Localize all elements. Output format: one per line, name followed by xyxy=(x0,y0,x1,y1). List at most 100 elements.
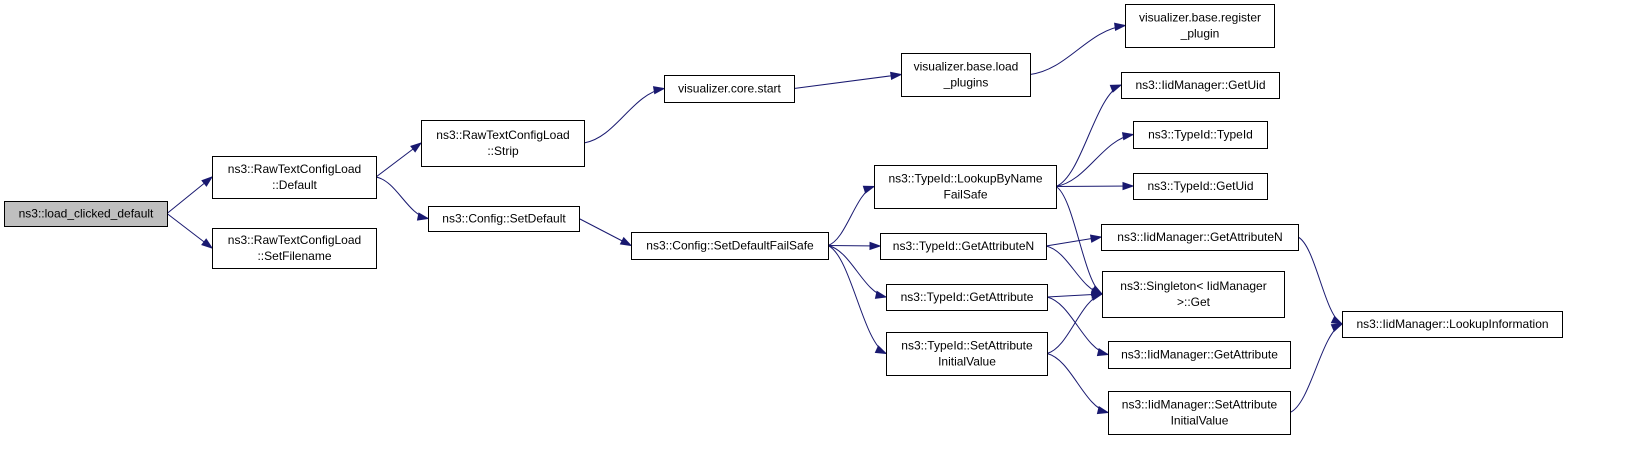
edge-config-setdefaultfailsafe-to-typeid-lookupbyname xyxy=(827,186,875,246)
arrowhead-icon xyxy=(410,142,423,153)
node-box xyxy=(212,228,377,269)
node-label: _plugin xyxy=(1180,27,1220,41)
node-config-setdefaultfailsafe[interactable]: ns3::Config::SetDefaultFailSafe xyxy=(631,232,829,260)
node-label: >::Get xyxy=(1177,295,1211,309)
edge-iid-setattrinit-to-iid-lookupinfo xyxy=(1289,323,1343,413)
edge-typeid-lookupbyname-to-iid-getuid xyxy=(1055,84,1122,187)
node-label: ::Default xyxy=(272,178,317,192)
arrowhead-icon xyxy=(874,345,888,355)
edge-typeid-getattributen-to-singleton-get xyxy=(1045,245,1103,295)
node-label: ns3::Config::SetDefault xyxy=(442,212,566,226)
arrowhead-icon xyxy=(862,185,876,194)
node-box xyxy=(631,232,829,260)
node-box xyxy=(886,332,1048,376)
node-box xyxy=(1102,271,1285,318)
node-box xyxy=(1125,4,1275,48)
edge-typeid-setattrinit-to-singleton-get xyxy=(1046,293,1103,354)
edge-config-setdefaultfailsafe-to-typeid-setattrinit xyxy=(827,245,887,354)
arrowhead-icon xyxy=(652,86,666,95)
node-label: ns3::IidManager::SetAttribute xyxy=(1122,398,1278,412)
node-iid-getattribute[interactable]: ns3::IidManager::GetAttribute xyxy=(1108,341,1291,369)
node-label: ns3::TypeId::SetAttribute xyxy=(901,339,1033,353)
node-box xyxy=(428,206,580,232)
arrowhead-icon xyxy=(201,238,214,249)
node-iid-setattrinit[interactable]: ns3::IidManager::SetAttributeInitialValu… xyxy=(1108,391,1291,435)
node-rtcl-setfilename[interactable]: ns3::RawTextConfigLoad::SetFilename xyxy=(212,228,377,269)
node-label: InitialValue xyxy=(938,355,996,369)
node-typeid-getattribute[interactable]: ns3::TypeId::GetAttribute xyxy=(886,284,1048,311)
node-label: ns3::IidManager::GetAttribute xyxy=(1121,348,1278,362)
arrowhead-icon xyxy=(201,176,214,187)
arrowhead-icon xyxy=(619,236,633,247)
node-label: ns3::IidManager::GetAttributeN xyxy=(1117,230,1282,244)
node-box xyxy=(1108,341,1291,369)
node-label: ns3::Singleton< IidManager xyxy=(1120,279,1266,293)
node-iid-lookupinfo[interactable]: ns3::IidManager::LookupInformation xyxy=(1342,311,1563,338)
node-label: ns3::TypeId::GetAttribute xyxy=(901,290,1034,304)
node-label: _plugins xyxy=(943,76,989,90)
node-box xyxy=(874,165,1057,209)
edge-vis-load-plugins-to-vis-register-plugin xyxy=(1029,25,1126,75)
node-box xyxy=(4,201,168,227)
node-rtcl-strip[interactable]: ns3::RawTextConfigLoad::Strip xyxy=(421,120,585,167)
edge-rtcl-strip-to-vis-core-start xyxy=(583,88,665,144)
node-box xyxy=(886,284,1048,311)
node-box xyxy=(1108,391,1291,435)
arrowhead-icon xyxy=(874,290,888,299)
node-box xyxy=(1342,311,1563,338)
node-typeid-getuid[interactable]: ns3::TypeId::GetUid xyxy=(1133,173,1268,200)
node-vis-load-plugins[interactable]: visualizer.base.load _plugins xyxy=(901,53,1031,97)
edge-typeid-lookupbyname-to-typeid-getuid xyxy=(1055,185,1134,187)
node-label: ns3::RawTextConfigLoad xyxy=(436,128,569,142)
node-iid-getuid[interactable]: ns3::IidManager::GetUid xyxy=(1121,72,1280,99)
edge-vis-core-start-to-vis-load-plugins xyxy=(793,74,902,89)
node-typeid-getattributen[interactable]: ns3::TypeId::GetAttributeN xyxy=(880,233,1047,260)
arrowhead-icon xyxy=(869,241,882,251)
node-box xyxy=(880,233,1047,260)
edge-rtcl-default-to-config-setdefault xyxy=(375,176,429,219)
node-rtcl-default[interactable]: ns3::RawTextConfigLoad::Default xyxy=(212,156,377,199)
arrowhead-icon xyxy=(1121,132,1135,141)
node-label: InitialValue xyxy=(1171,414,1229,428)
node-label: ::SetFilename xyxy=(257,249,331,263)
node-box xyxy=(901,53,1031,97)
call-graph-edges xyxy=(166,22,1344,415)
node-box xyxy=(1133,121,1268,149)
node-vis-core-start[interactable]: visualizer.core.start xyxy=(664,75,795,103)
arrowhead-icon xyxy=(1330,323,1344,332)
node-label: visualizer.base.load xyxy=(914,60,1019,74)
arrowhead-icon xyxy=(416,212,430,221)
node-box xyxy=(1121,72,1280,99)
node-singleton-get[interactable]: ns3::Singleton< IidManager>::Get xyxy=(1102,271,1285,318)
node-load-clicked-default[interactable]: ns3::load_clicked_default xyxy=(4,201,168,227)
arrowhead-icon xyxy=(1089,234,1103,243)
node-label: ns3::RawTextConfigLoad xyxy=(228,233,361,247)
node-label: ns3::IidManager::GetUid xyxy=(1135,78,1265,92)
node-label: ns3::IidManager::LookupInformation xyxy=(1356,317,1548,331)
node-iid-getattributen[interactable]: ns3::IidManager::GetAttributeN xyxy=(1101,224,1299,251)
node-label: ns3::TypeId::GetAttributeN xyxy=(893,239,1034,253)
edge-typeid-lookupbyname-to-typeid-typeid xyxy=(1055,134,1134,187)
arrowhead-icon xyxy=(1096,405,1110,415)
node-box xyxy=(1101,224,1299,251)
node-label: ::Strip xyxy=(487,144,519,158)
arrowhead-icon xyxy=(1109,84,1123,93)
node-label: ns3::Config::SetDefaultFailSafe xyxy=(646,239,814,253)
node-label: ns3::RawTextConfigLoad xyxy=(228,162,361,176)
arrowhead-icon xyxy=(1122,181,1135,191)
edge-iid-getattributen-to-iid-lookupinfo xyxy=(1297,236,1343,325)
node-box xyxy=(1133,173,1268,200)
node-label: ns3::load_clicked_default xyxy=(19,207,154,221)
arrowhead-icon xyxy=(1090,292,1104,301)
node-typeid-typeid[interactable]: ns3::TypeId::TypeId xyxy=(1133,121,1268,149)
arrowhead-icon xyxy=(1330,315,1344,325)
edge-typeid-setattrinit-to-iid-setattrinit xyxy=(1046,353,1109,413)
call-graph-nodes: ns3::load_clicked_defaultns3::RawTextCon… xyxy=(4,4,1563,435)
node-label: ns3::TypeId::LookupByName xyxy=(888,172,1042,186)
node-vis-register-plugin[interactable]: visualizer.base.register_plugin xyxy=(1125,4,1275,48)
node-box xyxy=(664,75,795,103)
node-config-setdefault[interactable]: ns3::Config::SetDefault xyxy=(428,206,580,232)
arrowhead-icon xyxy=(890,71,903,81)
